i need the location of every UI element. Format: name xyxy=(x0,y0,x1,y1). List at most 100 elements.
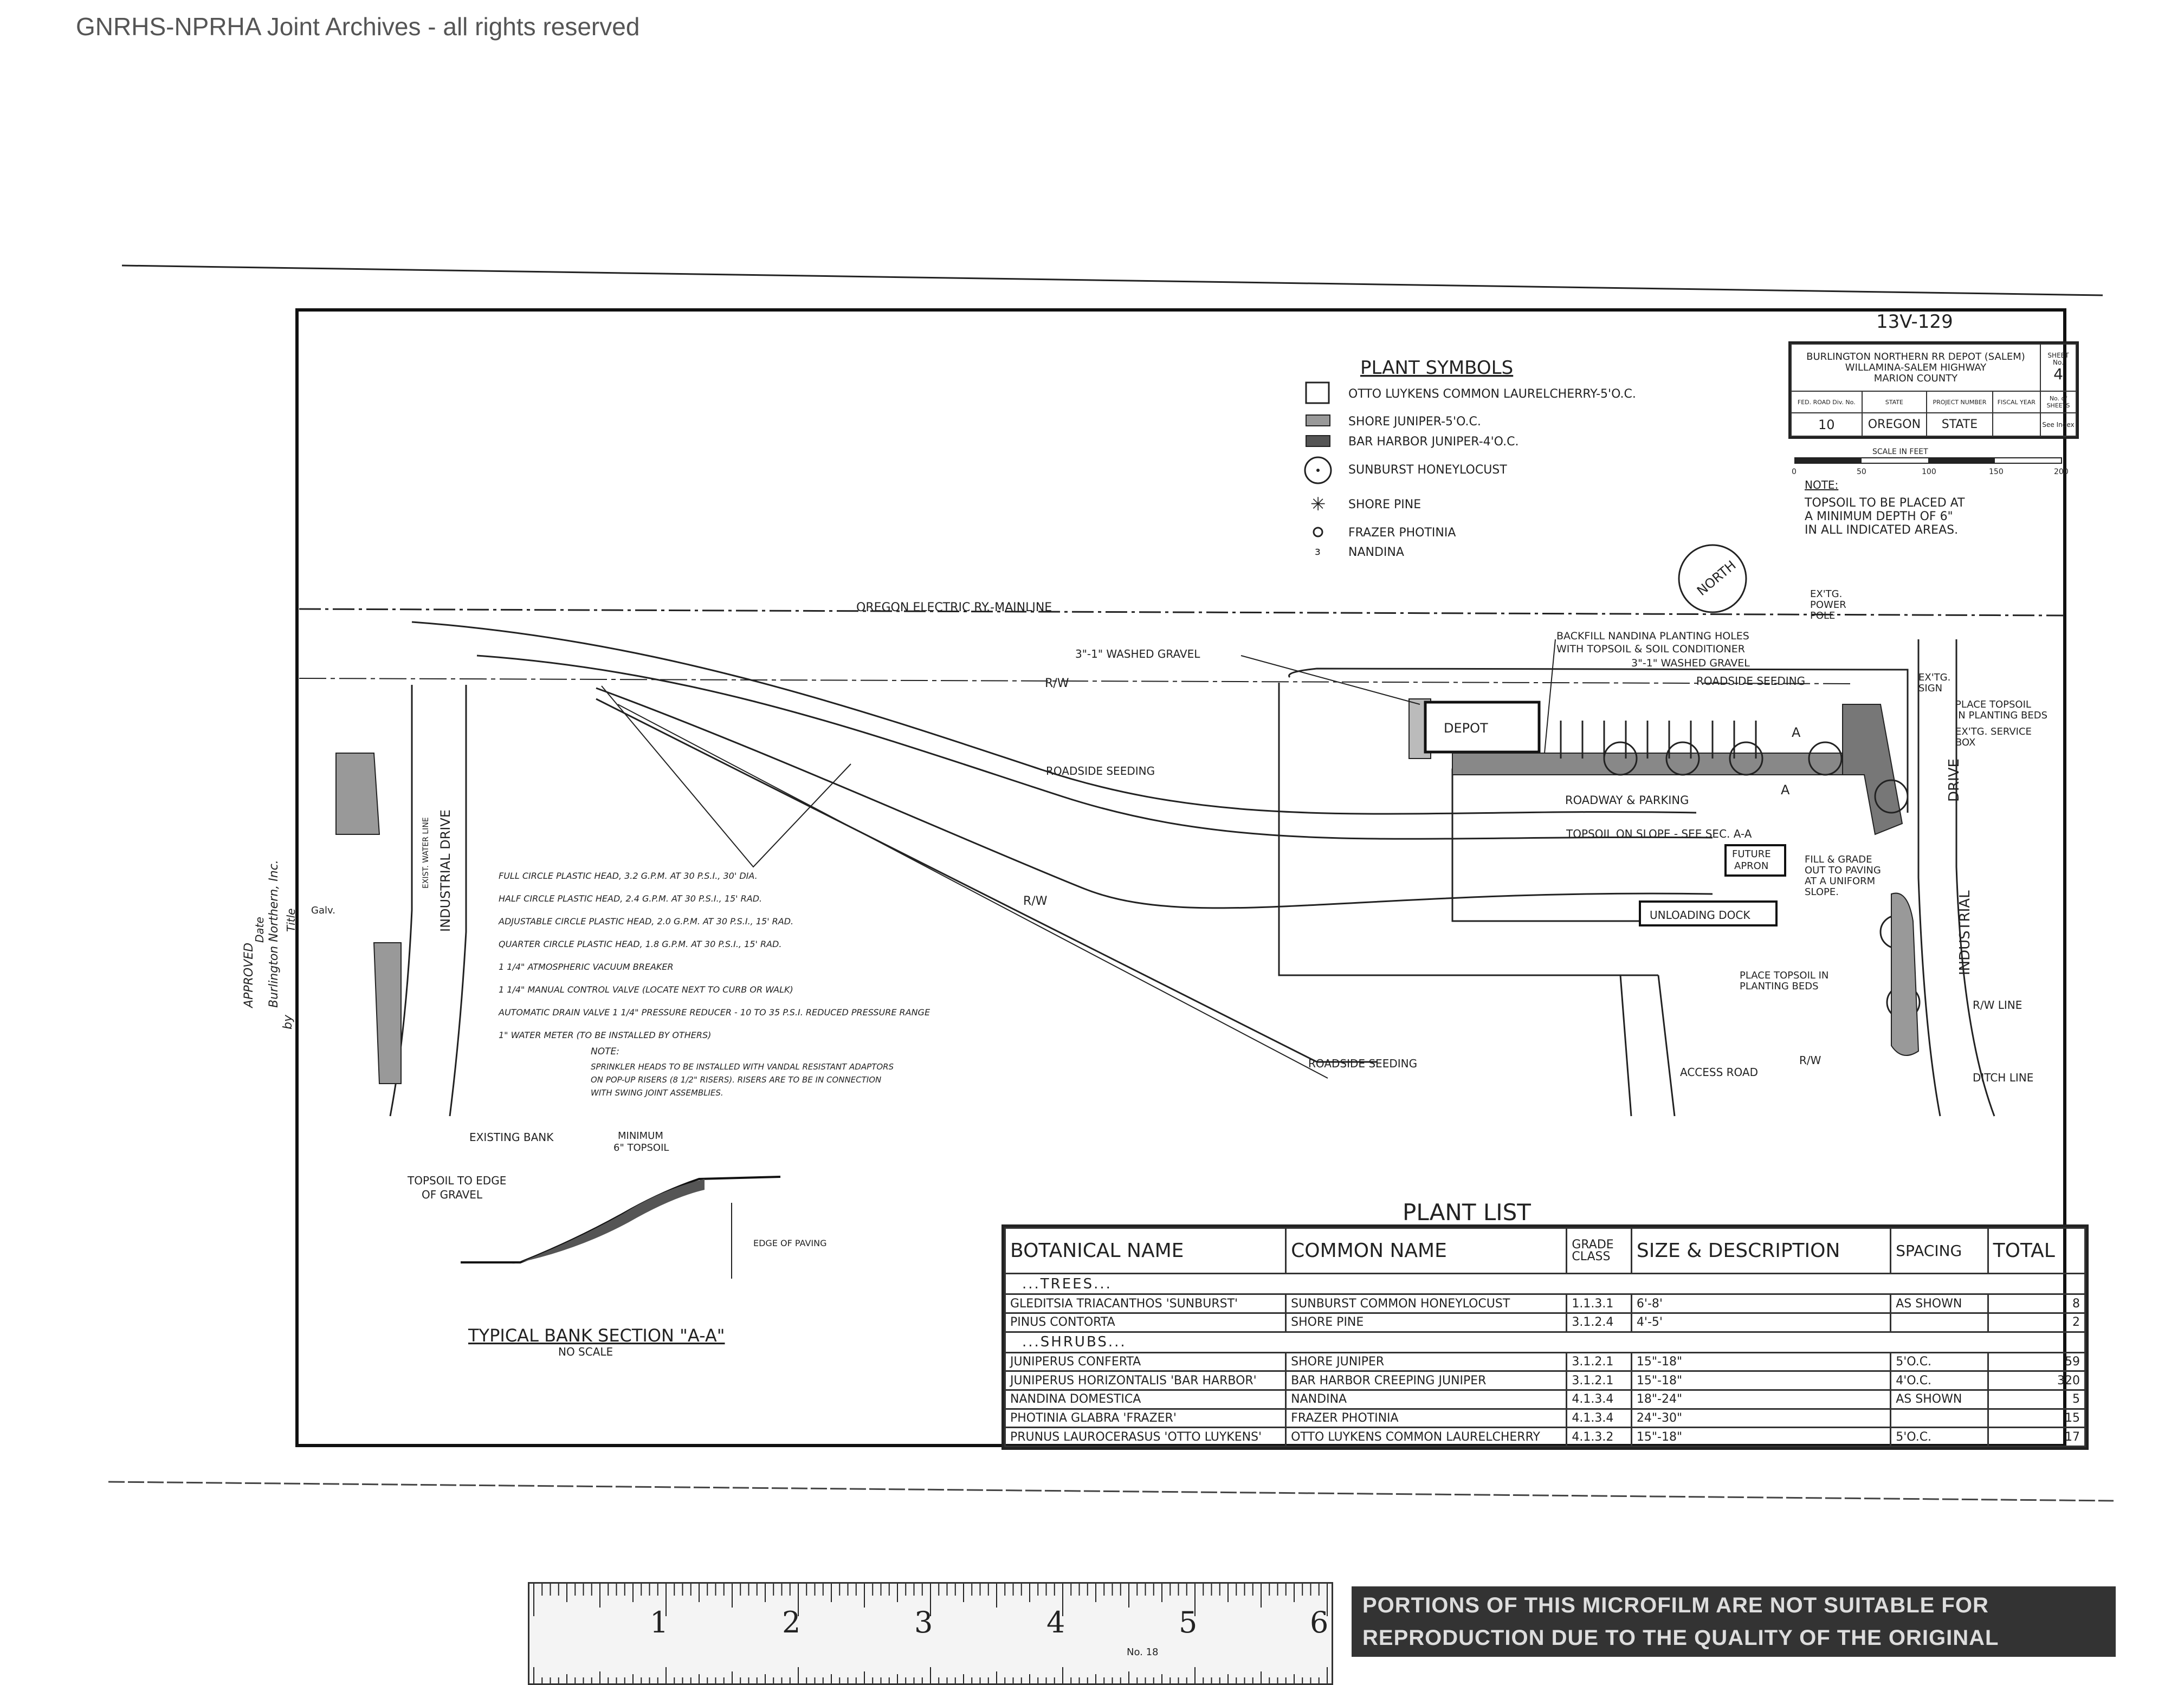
gravel-leader xyxy=(1240,655,1420,705)
cell-size: 4'-5' xyxy=(1630,1312,1892,1333)
unloading-label: UNLOADING DOCK xyxy=(1650,909,1750,922)
cell-spacing xyxy=(1890,1312,1989,1333)
juniper-strip-corner xyxy=(1842,704,1903,835)
cell-grade: 3.1.2.1 xyxy=(1566,1351,1632,1372)
bar-harbor-symbol xyxy=(1306,435,1330,447)
exist-water-label: EXIST. WATER LINE xyxy=(422,817,430,889)
cell-total: 8 xyxy=(1987,1293,2086,1314)
plant-symbol-photinia: FRAZER PHOTINIA xyxy=(1348,526,1456,540)
ruler-model: No. 18 xyxy=(1127,1647,1159,1658)
roadside-seeding-bottom: ROADSIDE SEEDING xyxy=(1308,1057,1417,1070)
mainline-track xyxy=(299,608,2064,617)
fill-label-3: AT A UNIFORM xyxy=(1805,876,1875,887)
title-block: BURLINGTON NORTHERN RR DEPOT (SALEM) WIL… xyxy=(1788,341,2079,439)
scale-label: SCALE IN FEET xyxy=(1872,448,1928,456)
sprinkler-item-8: 1" WATER METER (TO BE INSTALLED BY OTHER… xyxy=(499,1030,711,1040)
see-index: See Index xyxy=(2040,412,2077,437)
cell-spacing: AS SHOWN xyxy=(1890,1293,1989,1314)
lot-outline xyxy=(1278,667,1909,976)
access-road-label: ACCESS ROAD xyxy=(1680,1066,1758,1079)
plant-symbols-heading: PLANT SYMBOLS xyxy=(1360,357,1513,379)
industrial-drive-left-edge-1 xyxy=(389,685,413,1117)
north-circle xyxy=(1678,544,1747,613)
ex-power-1: EX'TG. xyxy=(1810,588,1842,600)
rw-line-label: R/W LINE xyxy=(1973,999,2022,1012)
gravel-label: 3"-1" WASHED GRAVEL xyxy=(1075,647,1200,660)
aa-label-2: A xyxy=(1781,782,1790,798)
cell-botanical: PHOTINIA GLABRA 'FRAZER' xyxy=(1004,1408,1287,1429)
row-label-mid: R/W xyxy=(1023,895,1048,908)
unloading-dock xyxy=(1639,900,1778,926)
cell-common: SUNBURST COMMON HONEYLOCUST xyxy=(1285,1293,1568,1314)
topsoil-note: NOTE: TOPSOIL TO BE PLACED AT A MINIMUM … xyxy=(1804,478,1965,537)
future-apron xyxy=(1724,844,1786,877)
left-planting-bed-2 xyxy=(373,942,402,1084)
roadway-label: ROADWAY & PARKING xyxy=(1565,794,1689,807)
cell-spacing: 5'O.C. xyxy=(1890,1351,1989,1372)
sprinkler-note-line-3: WITH SWING JOINT ASSEMBLIES. xyxy=(591,1088,723,1098)
cell-spacing xyxy=(1890,1408,1989,1429)
north-arrow: NORTH xyxy=(1678,544,1747,613)
future-label-2: APRON xyxy=(1734,860,1768,872)
cell-botanical: JUNIPERUS CONFERTA xyxy=(1004,1351,1287,1372)
plant-list-table: BOTANICAL NAME COMMON NAME GRADE CLASS S… xyxy=(1001,1224,2089,1450)
cell-grade: 4.1.3.4 xyxy=(1566,1389,1632,1410)
industrial-drive-left-label: INDUSTRIAL DRIVE xyxy=(438,809,453,932)
honeylocust-symbol-dot xyxy=(1316,469,1320,472)
cell-common: SHORE PINE xyxy=(1285,1312,1568,1333)
industrial-drive-right-a: DRIVE xyxy=(1946,759,1962,802)
cell-grade: 4.1.3.2 xyxy=(1566,1427,1632,1447)
juniper-strip xyxy=(1452,753,1865,775)
spur-track-3 xyxy=(596,687,1713,909)
fed-road-value: 10 xyxy=(1791,412,1863,437)
header-size: SIZE & DESCRIPTION xyxy=(1630,1227,1892,1275)
table-row: GLEDITSIA TRIACANTHOS 'SUNBURST' SUNBURS… xyxy=(1004,1293,2086,1314)
sprinkler-note-line-2: ON POP-UP RISERS (8 1/2" RISERS). RISERS… xyxy=(591,1075,881,1085)
header-botanical: BOTANICAL NAME xyxy=(1004,1227,1287,1275)
project-value: STATE xyxy=(1926,412,1993,437)
trim-line-top xyxy=(121,264,2103,296)
minimum-label-1: MINIMUM xyxy=(618,1130,663,1142)
cell-common: OTTO LUYKENS COMMON LAURELCHERRY xyxy=(1285,1427,1568,1447)
microfilm-stamp: PORTIONS OF THIS MICROFILM ARE NOT SUITA… xyxy=(1352,1586,2116,1657)
state-value: OREGON xyxy=(1861,412,1928,437)
ruler-number-2: 2 xyxy=(782,1605,801,1639)
row-label-top: R/W xyxy=(1045,677,1069,690)
cell-size: 18"-24" xyxy=(1630,1389,1892,1410)
note-line-1: TOPSOIL TO BE PLACED AT xyxy=(1804,496,1965,510)
fill-label-1: FILL & GRADE xyxy=(1805,854,1872,865)
galv-label: Galv. xyxy=(311,905,335,916)
aa-label-1: A xyxy=(1792,725,1801,740)
ex-power-3: POLE xyxy=(1810,610,1835,621)
cell-common: BAR HARBOR CREEPING JUNIPER xyxy=(1285,1370,1568,1391)
approval-company: Burlington Northern, Inc. xyxy=(267,860,281,1008)
cell-botanical: JUNIPERUS HORIZONTALIS 'BAR HARBOR' xyxy=(1004,1370,1287,1391)
cell-size: 15"-18" xyxy=(1630,1370,1892,1391)
bank-section-no-scale: NO SCALE xyxy=(558,1345,613,1358)
table-row: JUNIPERUS CONFERTA SHORE JUNIPER 3.1.2.1… xyxy=(1004,1351,2086,1372)
mainline-label: OREGON ELECTRIC RY.-MAINLINE xyxy=(856,601,1052,614)
ex-sign-2: SIGN xyxy=(1918,683,1942,694)
cell-common: SHORE JUNIPER xyxy=(1285,1351,1568,1372)
cell-grade: 1.1.3.1 xyxy=(1566,1293,1632,1314)
plant-symbols-legend: PLANT SYMBOLS OTTO LUYKENS COMMON LAUREL… xyxy=(1304,357,1636,559)
industrial-drive-edge-1 xyxy=(1917,639,1941,1117)
honeylocust-symbol xyxy=(1304,456,1332,484)
note-heading: NOTE: xyxy=(1805,478,1838,491)
trees-group-label: ...TREES... xyxy=(1004,1273,2086,1295)
cell-total: 320 xyxy=(1987,1370,2086,1391)
nandina-symbol: ɜ xyxy=(1315,545,1321,558)
sprinkler-item-1: FULL CIRCLE PLASTIC HEAD, 3.2 G.P.M. AT … xyxy=(499,871,758,881)
ruler-number-1: 1 xyxy=(650,1605,669,1639)
scale-tick-50: 50 xyxy=(1857,468,1866,476)
backfill-label-3: 3"-1" WASHED GRAVEL xyxy=(1631,657,1750,669)
future-label-1: FUTURE xyxy=(1732,848,1771,860)
cell-botanical: PRUNUS LAUROCERASUS 'OTTO LUYKENS' xyxy=(1004,1427,1287,1447)
ruler: 1 2 3 4 5 6 No. 18 xyxy=(528,1582,1333,1685)
access-road-edges xyxy=(1619,975,1676,1117)
drawing-number: 13V-129 xyxy=(1876,311,1953,333)
cell-common: NANDINA xyxy=(1285,1389,1568,1410)
sheet-label: SHEET No. xyxy=(2047,352,2069,367)
ex-service-1: EX'TG. SERVICE xyxy=(1955,726,2032,737)
